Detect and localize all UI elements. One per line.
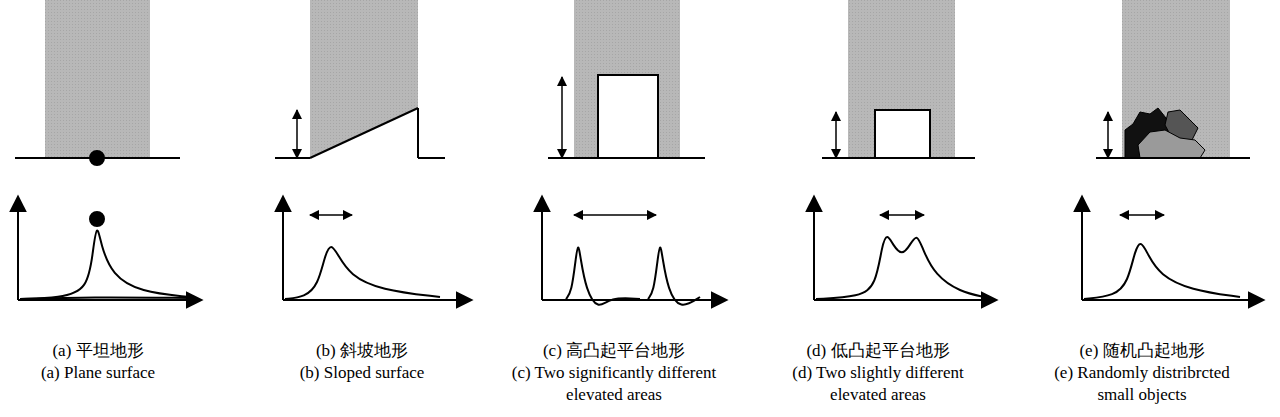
- high-platform: [598, 75, 658, 158]
- ground-line: [1096, 157, 1250, 159]
- slope-edge: [417, 108, 419, 158]
- y-axis: [813, 198, 815, 300]
- caption-english: (d) Two slightly different elevated area…: [771, 362, 985, 406]
- ground-line: [822, 157, 975, 159]
- distribution-curve: [648, 247, 700, 304]
- caption-chinese: (c) 高凸起平台地形: [543, 340, 685, 362]
- dimension-arrow: [574, 214, 656, 216]
- baseline-curve: [20, 297, 190, 299]
- point-object: [90, 151, 104, 165]
- dimension-arrow: [1120, 214, 1164, 216]
- distribution-curve: [285, 247, 440, 299]
- x-axis: [814, 299, 995, 301]
- area-block: [45, 0, 150, 158]
- distribution-curve: [1084, 244, 1240, 299]
- caption-english: (a) Plane surface: [41, 362, 155, 384]
- x-axis: [283, 299, 470, 301]
- peak-dot: [90, 212, 104, 226]
- slope-fill: [310, 108, 418, 158]
- dimension-arrow: [835, 112, 837, 158]
- area-block: [310, 0, 418, 158]
- ground-line: [548, 157, 705, 159]
- area-block: [848, 0, 955, 158]
- area-block: [1122, 0, 1230, 158]
- dimension-arrow: [880, 214, 924, 216]
- y-axis: [17, 198, 19, 300]
- panel-caption: (c) 高凸起平台地形(c) Two significantly differe…: [507, 340, 721, 406]
- panel-caption: (a) 平坦地形(a) Plane surface: [0, 340, 205, 384]
- distribution-curve: [566, 247, 640, 304]
- caption-english: (b) Sloped surface: [300, 362, 425, 384]
- caption-chinese: (b) 斜坡地形: [316, 340, 408, 362]
- object-cluster: [1138, 130, 1205, 158]
- y-axis: [282, 198, 284, 300]
- panel-caption: (b) 斜坡地形(b) Sloped surface: [255, 340, 469, 384]
- low-platform: [875, 110, 930, 158]
- ground-line: [275, 157, 310, 159]
- x-axis: [1082, 299, 1262, 301]
- dimension-arrow: [310, 214, 352, 216]
- distribution-curve: [816, 237, 985, 299]
- slope-line: [310, 108, 418, 158]
- caption-chinese: (e) 随机凸起地形: [1079, 340, 1204, 362]
- dimension-arrow: [1107, 112, 1109, 158]
- caption-chinese: (d) 低凸起平台地形: [806, 340, 949, 362]
- panel-caption: (d) 低凸起平台地形(d) Two slightly different el…: [771, 340, 985, 406]
- caption-english: (e) Randomly distribrcted small objects: [1035, 362, 1249, 406]
- caption-english: (c) Two significantly different elevated…: [507, 362, 721, 406]
- y-axis: [541, 198, 543, 300]
- ground-line: [418, 157, 445, 159]
- y-axis: [1081, 198, 1083, 300]
- dimension-arrow: [296, 110, 298, 158]
- distribution-curve: [20, 230, 190, 299]
- area-block: [574, 0, 680, 158]
- panel-caption: (e) 随机凸起地形(e) Randomly distribrcted smal…: [1035, 340, 1249, 406]
- dimension-arrow: [561, 77, 563, 158]
- caption-chinese: (a) 平坦地形: [52, 340, 143, 362]
